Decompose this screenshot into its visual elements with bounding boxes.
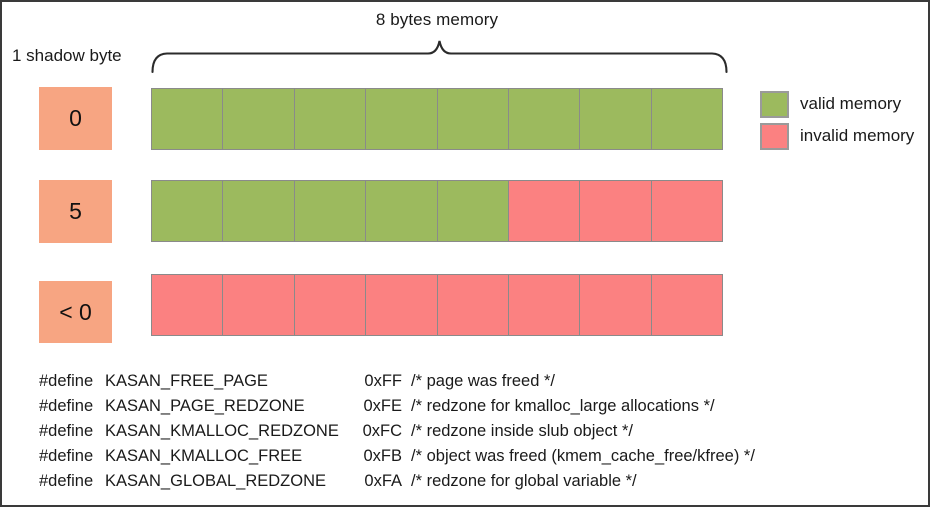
memory-span-label: 8 bytes memory [375,10,499,29]
define-comment: /* redzone for global variable */ [411,472,637,490]
shadow-byte-box-row-1: 0 [39,87,112,150]
memory-cell [650,274,723,336]
define-comment: /* redzone inside slub object */ [411,422,633,440]
define-comment: /* object was freed (kmem_cache_free/kfr… [411,447,755,465]
shadow-byte-value: 0 [69,105,82,131]
memory-cell [222,88,295,150]
define-value: 0xFC [362,422,402,440]
define-value: 0xFF [364,372,402,390]
memory-cell [579,274,652,336]
define-keyword: #define [39,372,94,390]
legend: valid memory invalid memory [760,88,914,152]
shadow-byte-caption: 1 shadow byte [12,46,122,65]
memory-cell [293,180,367,242]
shadow-byte-box-row-3: < 0 [39,281,112,343]
define-keyword: #define [39,447,94,465]
memory-cell [436,88,509,150]
memory-cell [507,180,581,242]
define-name: KASAN_GLOBAL_REDZONE [105,472,326,490]
memory-cell [151,88,224,150]
memory-cell [365,180,438,242]
memory-cell [151,274,224,336]
memory-cell [293,88,367,150]
memory-row-3 [151,274,723,336]
legend-swatch-invalid-icon [760,122,789,150]
define-name: KASAN_FREE_PAGE [105,372,268,390]
define-name: KASAN_KMALLOC_FREE [105,447,303,465]
memory-cell [222,274,295,336]
define-keyword: #define [39,397,94,415]
memory-cell [293,274,367,336]
define-line: #define KASAN_KMALLOC_REDZONE 0xFC /* re… [39,422,755,447]
memory-row-2 [151,180,723,242]
define-line: #define KASAN_FREE_PAGE 0xFF /* page was… [39,372,755,397]
shadow-byte-value: 5 [69,198,82,224]
define-line: #define KASAN_GLOBAL_REDZONE 0xFA /* red… [39,472,755,497]
legend-item-valid: valid memory [760,88,914,120]
define-comment: /* redzone for kmalloc_large allocations… [411,397,715,415]
define-value: 0xFA [364,472,402,490]
memory-cell [650,180,723,242]
memory-row-1 [151,88,723,150]
memory-cell [222,180,295,242]
kasan-defines-block: #define KASAN_FREE_PAGE 0xFF /* page was… [39,372,755,497]
memory-cell [507,274,581,336]
memory-cell [507,88,581,150]
legend-item-invalid: invalid memory [760,120,914,152]
legend-label-valid: valid memory [800,94,902,113]
define-name: KASAN_KMALLOC_REDZONE [105,422,339,440]
legend-swatch-valid-icon [760,90,789,118]
define-value: 0xFB [363,447,402,465]
define-keyword: #define [39,472,94,490]
memory-cell [436,180,509,242]
define-keyword: #define [39,422,94,440]
memory-cell [650,88,723,150]
define-name: KASAN_PAGE_REDZONE [105,397,305,415]
define-line: #define KASAN_PAGE_REDZONE 0xFE /* redzo… [39,397,755,422]
memory-cell [579,180,652,242]
shadow-byte-box-row-2: 5 [39,180,112,243]
legend-label-invalid: invalid memory [800,126,915,145]
memory-span-brace-icon [151,40,728,74]
define-value: 0xFE [363,397,402,415]
memory-cell [365,88,438,150]
define-comment: /* page was freed */ [411,372,556,390]
memory-cell [151,180,224,242]
define-line: #define KASAN_KMALLOC_FREE 0xFB /* objec… [39,447,755,472]
shadow-byte-value: < 0 [59,298,92,325]
memory-cell [579,88,652,150]
memory-cell [365,274,438,336]
memory-cell [436,274,509,336]
